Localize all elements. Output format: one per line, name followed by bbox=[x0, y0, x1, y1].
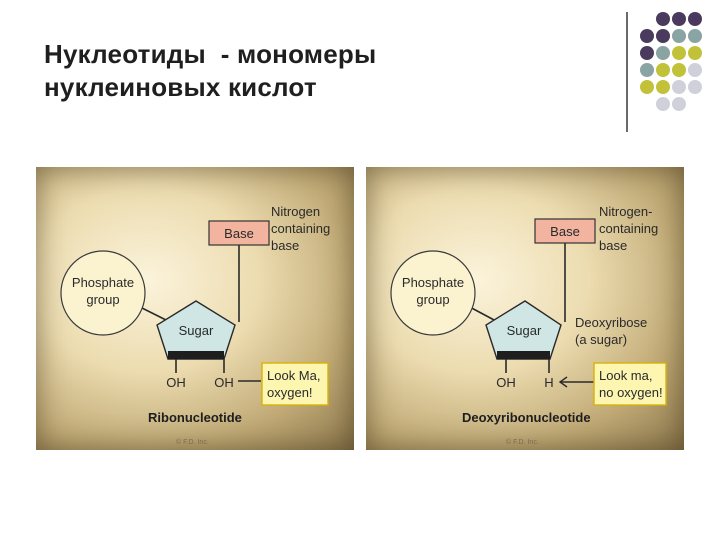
callout-line-2: no oxygen! bbox=[599, 385, 663, 400]
decorative-dot bbox=[640, 29, 654, 43]
copyright-footer: © F.D. Inc. bbox=[506, 438, 539, 446]
decorative-dot bbox=[688, 29, 702, 43]
phosphate-circle bbox=[390, 250, 476, 336]
decorative-dot bbox=[640, 63, 654, 77]
callout-box bbox=[593, 362, 667, 406]
title-line-2: нуклеиновых кислот bbox=[44, 72, 317, 102]
oh-left-label: OH bbox=[166, 375, 186, 390]
decorative-dot bbox=[656, 63, 670, 77]
nitrogen-label-line-2: containing bbox=[599, 221, 658, 236]
base-label: Base bbox=[550, 224, 580, 239]
decorative-dot bbox=[672, 29, 686, 43]
decorative-dot bbox=[672, 12, 686, 26]
deoxyribonucleotide-caption: Deoxyribonucleotide bbox=[462, 410, 591, 425]
oh-left-label: OH bbox=[496, 375, 516, 390]
callout-line-2: oxygen! bbox=[267, 385, 313, 400]
slide-title: Нуклеотиды - мономеры нуклеиновых кислот bbox=[44, 38, 376, 104]
callout-box bbox=[261, 362, 329, 406]
decorative-dot bbox=[640, 80, 654, 94]
copyright-footer: © F.D. Inc. bbox=[176, 438, 209, 446]
base-box bbox=[534, 218, 596, 244]
nitrogen-label-line-1: Nitrogen bbox=[271, 204, 320, 219]
decorative-dot bbox=[688, 46, 702, 60]
nitrogen-label-line-1: Nitrogen- bbox=[599, 204, 652, 219]
decorative-dot bbox=[688, 12, 702, 26]
decorative-dot bbox=[656, 12, 670, 26]
decorative-dot-grid bbox=[640, 12, 720, 122]
phosphate-label-line-2: group bbox=[86, 292, 119, 307]
decorative-dot bbox=[656, 97, 670, 111]
nitrogen-label-line-3: base bbox=[271, 238, 299, 253]
decorative-dot bbox=[672, 97, 686, 111]
decorative-dot bbox=[672, 46, 686, 60]
ribonucleotide-diagram: Base Nitrogen containing base Phosphate … bbox=[36, 167, 354, 450]
sugar-label: Sugar bbox=[179, 323, 214, 338]
h-right-label: H bbox=[544, 375, 553, 390]
sugar-bottom-edge bbox=[168, 351, 224, 359]
deoxyribose-label-line-2: (a sugar) bbox=[575, 332, 627, 347]
decorative-dot bbox=[656, 80, 670, 94]
ribonucleotide-caption: Ribonucleotide bbox=[148, 410, 242, 425]
sugar-bottom-edge bbox=[497, 351, 550, 359]
oh-right-label: OH bbox=[214, 375, 234, 390]
deoxyribose-label-line-1: Deoxyribose bbox=[575, 315, 647, 330]
phosphate-circle bbox=[60, 250, 146, 336]
phosphate-label-line-2: group bbox=[416, 292, 449, 307]
nitrogen-label-line-3: base bbox=[599, 238, 627, 253]
callout-line-1: Look ma, bbox=[599, 368, 652, 383]
deoxyribonucleotide-diagram: Base Nitrogen- containing base Phosphate… bbox=[366, 167, 684, 450]
nitrogen-label-line-2: containing bbox=[271, 221, 330, 236]
decorative-dot bbox=[688, 80, 702, 94]
decorative-dot bbox=[640, 46, 654, 60]
decorative-dot bbox=[656, 46, 670, 60]
phosphate-label-line-1: Phosphate bbox=[402, 275, 464, 290]
decorative-dot bbox=[672, 63, 686, 77]
base-label: Base bbox=[224, 226, 254, 241]
decorative-dot bbox=[688, 63, 702, 77]
base-box bbox=[208, 220, 270, 246]
decorative-vertical-line bbox=[626, 12, 628, 132]
phosphate-label-line-1: Phosphate bbox=[72, 275, 134, 290]
title-line-1: Нуклеотиды - мономеры bbox=[44, 39, 377, 69]
sugar-label: Sugar bbox=[507, 323, 542, 338]
callout-line-1: Look Ma, bbox=[267, 368, 320, 383]
decorative-dot bbox=[656, 29, 670, 43]
decorative-dot bbox=[672, 80, 686, 94]
